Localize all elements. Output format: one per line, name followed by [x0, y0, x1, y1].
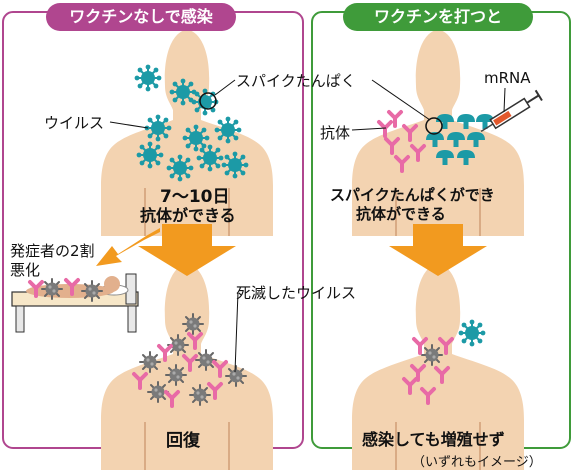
free-virus-icon	[457, 318, 487, 348]
no-replication-label: 感染しても増殖せず	[362, 430, 505, 449]
dead-virus-leader-line	[234, 291, 239, 373]
dead-virus-label: 死滅したウイルス	[236, 284, 357, 302]
spike-circle-marker	[199, 92, 217, 110]
footnote: （いずれもイメージ）	[412, 455, 542, 470]
spike-circle-marker-right	[425, 117, 443, 135]
virus-leader-line	[109, 121, 149, 129]
mrna-leader-line	[503, 87, 506, 113]
spike-leader-line-left	[214, 79, 236, 96]
antibody-label: 抗体	[320, 124, 351, 142]
spike-leader-line-right	[371, 79, 431, 121]
right-down-arrow	[389, 224, 487, 276]
mrna-label: mRNA	[484, 69, 531, 87]
severe-rate-label: 発症者の2割	[10, 242, 95, 260]
virus-label: ウイルス	[44, 114, 105, 132]
right-panel-title: ワクチンを打つと	[343, 3, 533, 31]
diagonal-arrow	[96, 228, 160, 266]
recovery-label: 回復	[166, 431, 200, 451]
timing-label: 7～10日	[160, 187, 230, 207]
vaccine-result-line1: スパイクたんぱくができ	[330, 186, 495, 204]
vaccine-result-line2: 抗体ができる	[356, 205, 446, 223]
syringe-icon	[480, 89, 543, 133]
left-panel-title: ワクチンなしで感染	[46, 3, 236, 31]
left-down-arrow	[138, 224, 236, 276]
antibody-formed-label: 抗体ができる	[140, 206, 236, 225]
antibody-leader-line	[351, 127, 387, 131]
worsen-label: 悪化	[10, 261, 41, 279]
spike-protein-label: スパイクたんぱく	[236, 72, 356, 90]
sick-patient-icon	[26, 276, 120, 302]
